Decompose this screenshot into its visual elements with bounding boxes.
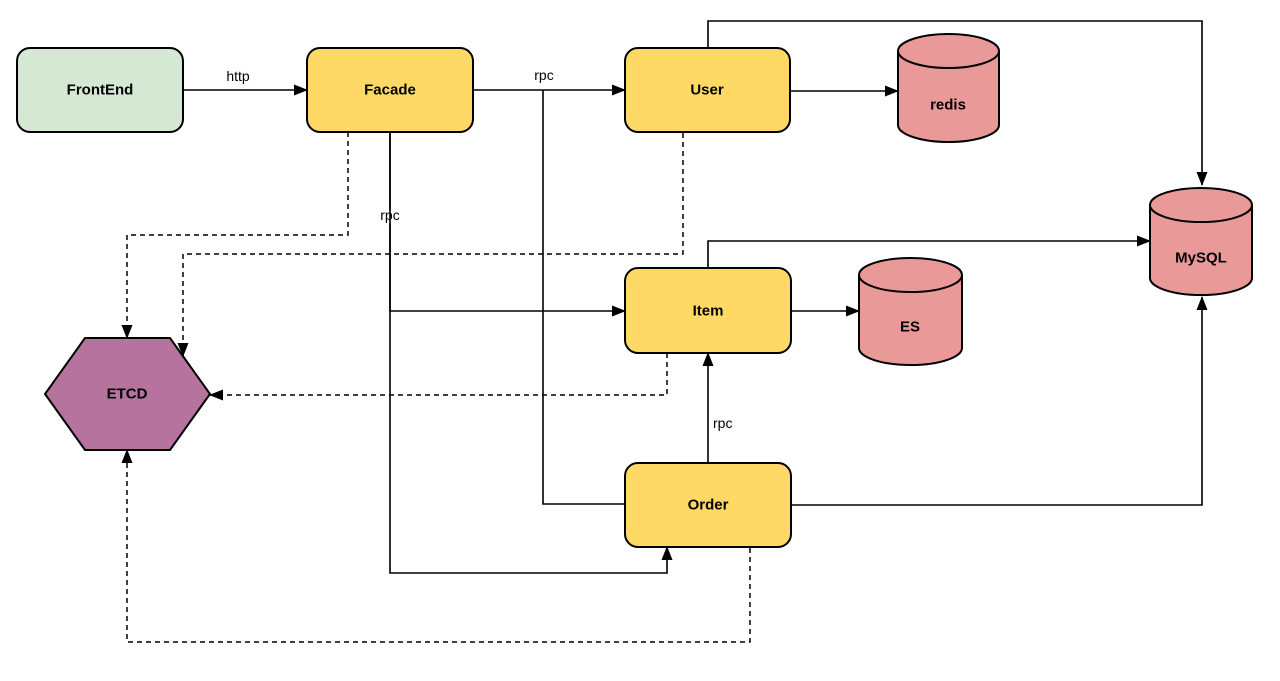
edge-facade-order[interactable]: [389, 132, 673, 574]
edge-facade-item[interactable]: [389, 132, 626, 317]
node-frontend-label: FrontEnd: [67, 82, 134, 99]
node-redis-label: redis: [930, 97, 966, 114]
node-etcd[interactable]: ETCD: [43, 337, 212, 451]
node-es[interactable]: ES: [858, 257, 963, 366]
edge-order-user[interactable]: [542, 90, 625, 505]
node-item[interactable]: Item: [624, 267, 792, 354]
edge-label-rpc-facade-user: rpc: [534, 67, 553, 83]
edge-order-mysql[interactable]: [791, 296, 1208, 506]
edge-label-rpc-order-item: rpc: [713, 415, 732, 431]
edge-facade-etcd[interactable]: [121, 132, 349, 339]
node-item-label: Item: [693, 303, 724, 320]
edge-item-mysql[interactable]: [707, 235, 1151, 268]
node-facade-label: Facade: [364, 82, 416, 99]
node-mysql[interactable]: MySQL: [1149, 187, 1253, 296]
node-frontend[interactable]: FrontEnd: [16, 47, 184, 133]
node-redis[interactable]: redis: [897, 33, 1000, 143]
node-order-label: Order: [688, 497, 729, 514]
edge-order-etcd[interactable]: [121, 449, 751, 643]
edge-user-etcd[interactable]: [177, 133, 684, 357]
node-user-label: User: [690, 82, 724, 99]
node-facade[interactable]: Facade: [306, 47, 474, 133]
node-mysql-label: MySQL: [1175, 250, 1227, 267]
node-user[interactable]: User: [624, 47, 791, 133]
node-es-label: ES: [900, 319, 920, 336]
edge-label-http: http: [226, 68, 250, 84]
edge-item-etcd[interactable]: [209, 353, 668, 401]
edge-user-mysql[interactable]: [707, 20, 1208, 186]
node-order[interactable]: Order: [624, 462, 792, 548]
node-etcd-label: ETCD: [107, 386, 148, 403]
